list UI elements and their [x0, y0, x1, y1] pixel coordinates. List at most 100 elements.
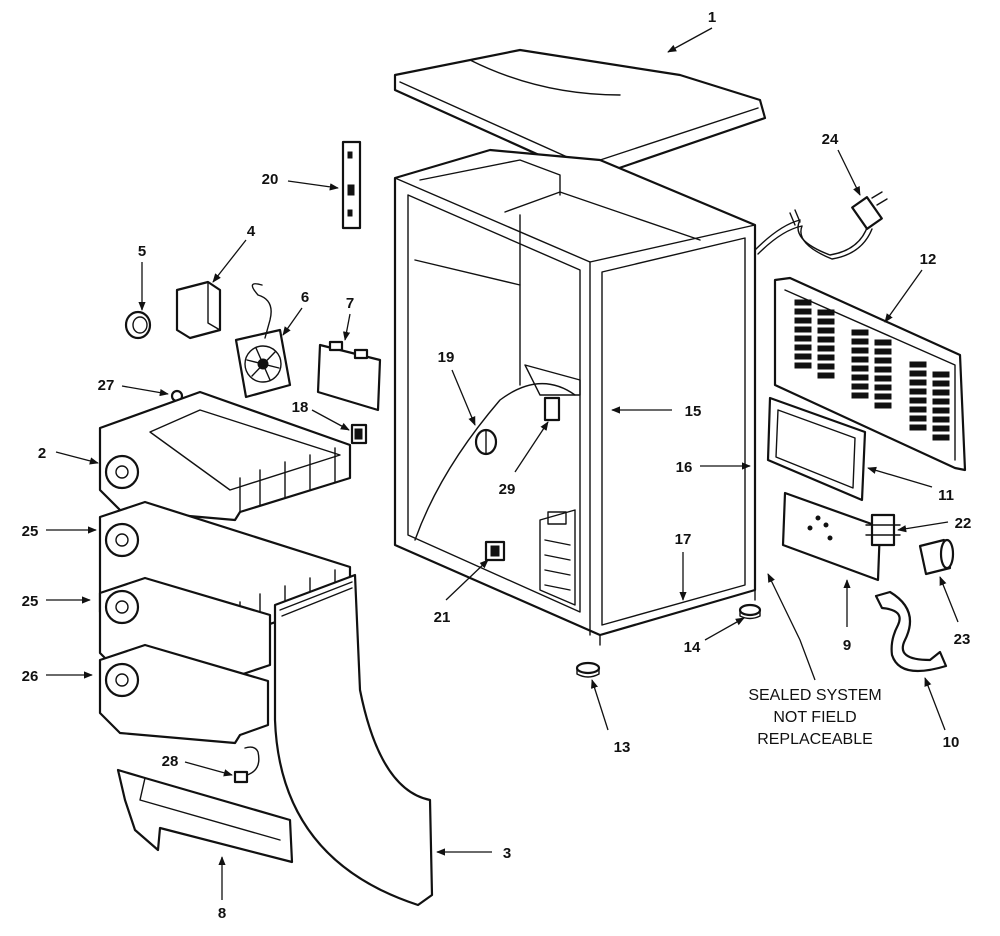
grille-louver-slot — [874, 348, 892, 355]
note-line-3: REPLACEABLE — [757, 731, 873, 748]
ice-tray-stack — [98, 390, 352, 745]
grille-louver-slot — [909, 379, 927, 386]
leveling-foot-part-13 — [575, 661, 601, 678]
callout-17: 17 — [675, 531, 692, 548]
grille-louver-slot — [794, 299, 812, 306]
callout-1: 1 — [708, 9, 716, 26]
callout-25b: 25 — [22, 593, 39, 610]
sealed-system-note: SEALED SYSTEM NOT FIELD REPLACEABLE — [748, 687, 881, 748]
grille-louver-slot — [851, 356, 869, 363]
grille-louver-slot — [909, 415, 927, 422]
grille-louver-slot — [817, 372, 835, 379]
grille-part — [773, 276, 967, 472]
grille-louver-slot — [932, 389, 950, 396]
grille-louver-slot — [794, 326, 812, 333]
grille-louver-slot — [874, 339, 892, 346]
grille-louver-slot — [932, 380, 950, 387]
shelf-cover-part — [116, 768, 294, 864]
bracket-part-29 — [543, 396, 561, 422]
liner-panel-part — [273, 573, 434, 907]
grille-louver-slot — [817, 336, 835, 343]
grille-louver-slot — [794, 353, 812, 360]
note-line-2: NOT FIELD — [773, 709, 856, 726]
grille-louver-slot — [874, 402, 892, 409]
shroud-part — [175, 280, 222, 340]
grille-louver-slot — [932, 434, 950, 441]
grille-louver-slot — [794, 308, 812, 315]
grille-louver-slot — [794, 362, 812, 369]
callout-12: 12 — [920, 251, 937, 268]
grille-louver-slot — [874, 357, 892, 364]
grommet-part — [124, 310, 152, 340]
ice-tray-part-2 — [98, 390, 352, 522]
grille-louver-slot — [874, 366, 892, 373]
bracket-part-20 — [341, 140, 362, 230]
grille-louver-slot — [817, 363, 835, 370]
grille-louver-slot — [851, 374, 869, 381]
module-part — [316, 340, 382, 412]
control-board-part — [781, 491, 882, 582]
grille-louver-slot — [932, 398, 950, 405]
callout-25a: 25 — [22, 523, 39, 540]
callout-28: 28 — [162, 753, 179, 770]
filter-part — [766, 396, 867, 502]
switch-part-18 — [350, 423, 368, 445]
callout-20: 20 — [262, 171, 279, 188]
note-line-1: SEALED SYSTEM — [748, 687, 881, 704]
grille-louver-slot — [794, 317, 812, 324]
callout-6: 6 — [301, 289, 309, 306]
leveling-foot-part-14 — [738, 603, 762, 620]
sensor-part — [233, 746, 260, 784]
grille-louver-slot — [909, 424, 927, 431]
callout-3: 3 — [503, 845, 511, 862]
callout-19: 19 — [438, 349, 455, 366]
callout-13: 13 — [614, 739, 631, 756]
switch-part-21 — [484, 540, 506, 562]
callout-29: 29 — [499, 481, 516, 498]
callout-22: 22 — [955, 515, 972, 532]
grille-louver-slot — [817, 327, 835, 334]
grille-louver-slot — [909, 397, 927, 404]
callout-9: 9 — [843, 637, 851, 654]
callout-26: 26 — [22, 668, 39, 685]
grille-louver-slot — [932, 425, 950, 432]
grille-louver-slot — [932, 371, 950, 378]
callout-14: 14 — [684, 639, 701, 656]
grille-louver-slot — [874, 375, 892, 382]
ice-tray-part-26 — [98, 643, 270, 745]
leader-lines — [46, 27, 959, 900]
callout-15: 15 — [685, 403, 702, 420]
top-cover-part — [393, 48, 767, 180]
grille-louver-slot — [909, 370, 927, 377]
grille-louver-slot — [909, 388, 927, 395]
grille-louver-slot — [932, 407, 950, 414]
grille-louver-slot — [794, 335, 812, 342]
power-cord-part — [754, 191, 888, 260]
callout-4: 4 — [247, 223, 256, 240]
callout-21: 21 — [434, 609, 451, 626]
callout-labels: 1 2 3 4 5 6 7 8 9 10 11 12 13 14 15 16 1… — [22, 9, 972, 922]
grille-louver-slot — [851, 329, 869, 336]
ribbon-cable-part — [874, 590, 948, 673]
grille-louver-slot — [874, 393, 892, 400]
callout-23: 23 — [954, 631, 971, 648]
grille-louver-slot — [874, 384, 892, 391]
grille-louver-slot — [851, 392, 869, 399]
callout-11: 11 — [938, 487, 954, 504]
callout-27: 27 — [98, 377, 115, 394]
grille-louver-slot — [817, 318, 835, 325]
callout-18: 18 — [292, 399, 309, 416]
callout-10: 10 — [943, 734, 960, 751]
grille-louver-slot — [851, 347, 869, 354]
fan-part — [234, 283, 292, 399]
knob-part-19 — [474, 428, 498, 456]
grille-louver-slot — [932, 416, 950, 423]
callout-24: 24 — [822, 131, 839, 148]
callout-16: 16 — [676, 459, 693, 476]
capacitor-part — [918, 538, 955, 576]
grille-louver-slot — [817, 309, 835, 316]
relay-part — [865, 513, 901, 547]
callout-8: 8 — [218, 905, 226, 922]
grille-louver-slot — [851, 383, 869, 390]
